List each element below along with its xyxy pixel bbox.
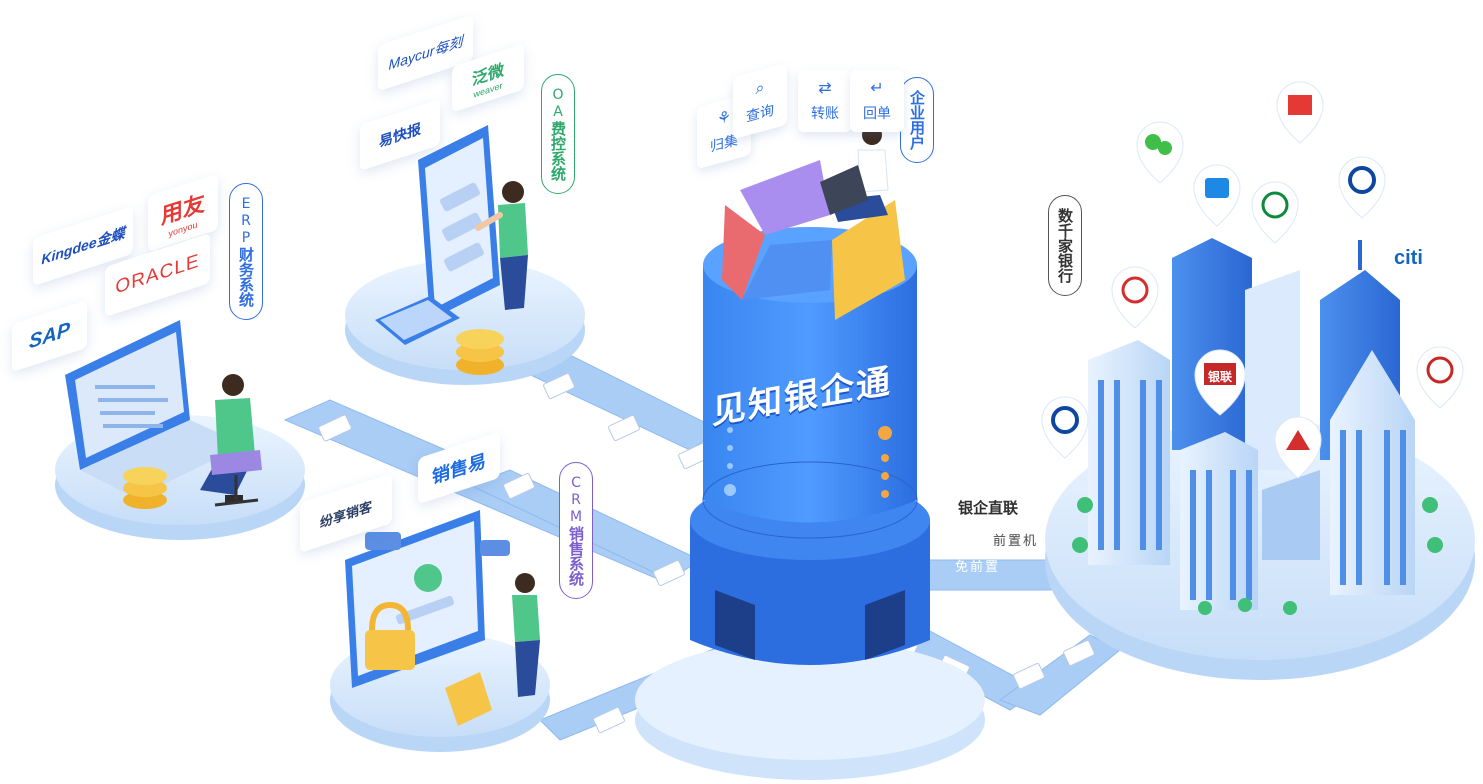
connection-nofront-label: 免前置 — [955, 560, 1001, 575]
oa-cn: 费控系统 — [549, 121, 567, 181]
search-icon: ⌕ — [755, 76, 765, 99]
oa-latin: OA — [550, 87, 566, 121]
erp-cn: 财务系统 — [237, 247, 255, 307]
banks-label: 数千家银行 — [1048, 195, 1082, 296]
action-query-label: 查询 — [746, 102, 774, 126]
city-platform — [1041, 81, 1475, 680]
banks-text: 数千家银行 — [1056, 208, 1074, 283]
enterprise-user-text: 企业用户 — [908, 90, 926, 150]
erp-latin: ERP — [238, 196, 254, 247]
action-receipt-label: 回单 — [863, 106, 891, 122]
return-icon: ↵ — [870, 78, 884, 97]
action-transfer-label: 转账 — [811, 106, 839, 122]
connection-front-label: 前置机 — [993, 534, 1039, 549]
central-cylinder — [635, 125, 985, 780]
oa-platform — [345, 125, 585, 385]
action-transfer: ⇄ 转账 — [798, 70, 852, 132]
swap-icon: ⇄ — [818, 78, 832, 97]
erp-platform — [55, 320, 305, 540]
bank-logo-unionpay: 银联 — [1208, 370, 1233, 384]
crm-platform — [330, 510, 550, 752]
crm-cn: 销售系统 — [567, 526, 585, 586]
crm-label: CRM 销售系统 — [559, 462, 593, 599]
nodes-icon: ⚘ — [716, 106, 732, 129]
bank-logo-citi: citi — [1394, 247, 1423, 269]
action-receipt: ↵ 回单 — [850, 70, 904, 132]
crm-latin: CRM — [568, 475, 584, 526]
bank-pins — [1041, 81, 1464, 479]
enterprise-user-label: 企业用户 — [900, 77, 934, 163]
connection-direct-label: 银企直联 — [958, 499, 1019, 517]
erp-label: ERP 财务系统 — [229, 183, 263, 320]
oa-label: OA 费控系统 — [541, 74, 575, 194]
